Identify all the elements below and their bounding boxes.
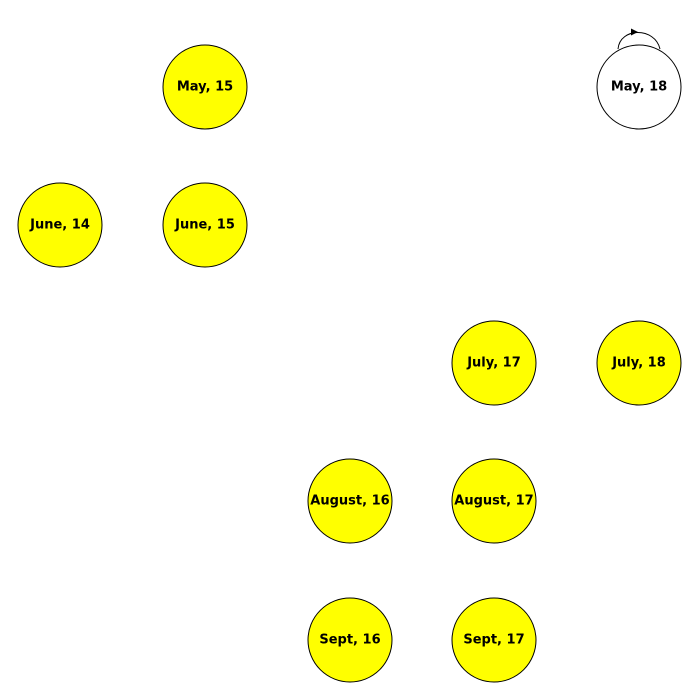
node-circle	[451, 458, 537, 544]
node-circle	[162, 182, 248, 268]
node-may15[interactable]: May, 15	[162, 44, 248, 130]
node-circle	[162, 44, 248, 130]
node-august16[interactable]: August, 16	[307, 458, 393, 544]
node-june15[interactable]: June, 15	[162, 182, 248, 268]
node-july17[interactable]: July, 17	[451, 320, 537, 406]
node-circle	[596, 320, 682, 406]
node-sept16[interactable]: Sept, 16	[307, 597, 393, 683]
self-loop-arrowhead	[631, 28, 638, 36]
node-label: July, 18	[611, 356, 666, 371]
node-july18[interactable]: July, 18	[596, 320, 682, 406]
node-label: August, 16	[310, 494, 389, 509]
node-circle	[307, 597, 393, 683]
node-june14[interactable]: June, 14	[17, 182, 103, 268]
node-circle	[451, 320, 537, 406]
self-loop-edge-may18	[617, 32, 661, 50]
node-august17[interactable]: August, 17	[451, 458, 537, 544]
node-label: July, 17	[466, 356, 521, 371]
node-label: May, 18	[611, 80, 667, 95]
nodes-layer: May, 15 May, 18 June, 14 June, 15 July, …	[17, 44, 682, 683]
node-circle	[596, 44, 682, 130]
node-label: June, 14	[29, 218, 90, 233]
node-label: Sept, 17	[463, 633, 524, 648]
node-circle	[451, 597, 537, 683]
node-circle	[17, 182, 103, 268]
node-circle	[307, 458, 393, 544]
node-label: June, 15	[174, 218, 235, 233]
node-sept17[interactable]: Sept, 17	[451, 597, 537, 683]
node-may18[interactable]: May, 18	[596, 44, 682, 130]
edges-layer	[617, 28, 661, 50]
node-label: Sept, 16	[319, 633, 380, 648]
node-label: May, 15	[177, 80, 233, 95]
node-label: August, 17	[454, 494, 533, 509]
